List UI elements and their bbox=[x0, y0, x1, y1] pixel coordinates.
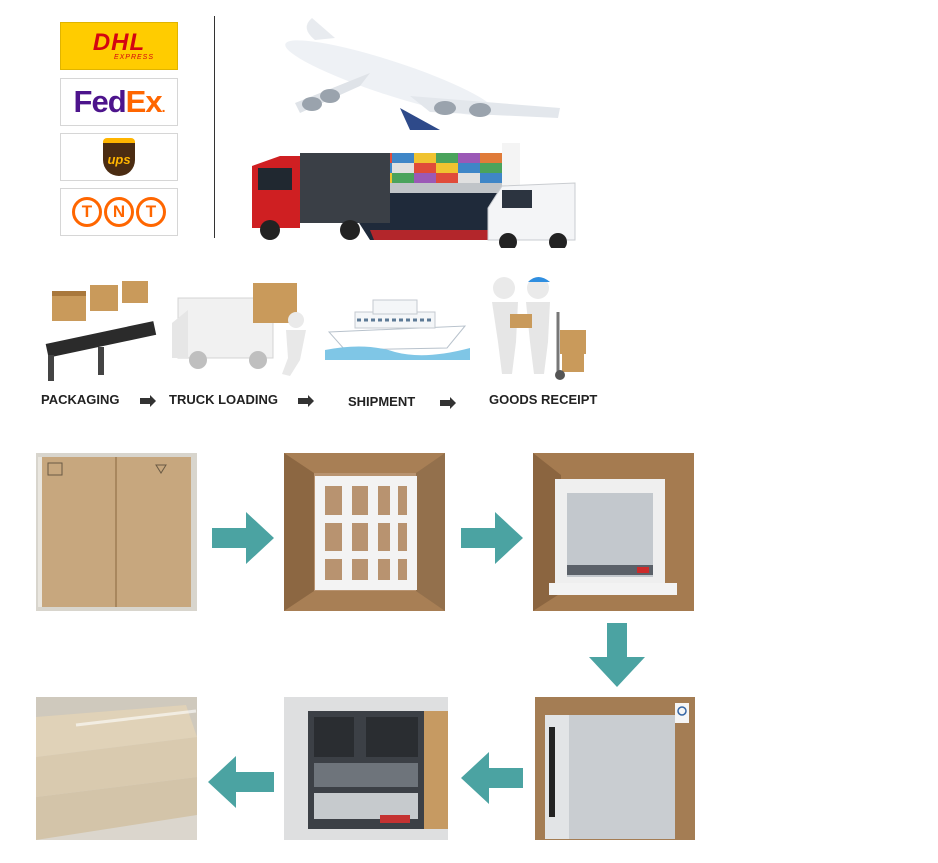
ups-logo: ups bbox=[60, 133, 178, 181]
ups-shield-icon: ups bbox=[103, 138, 135, 176]
server-unboxed-photo bbox=[535, 697, 695, 840]
goods-receipt-illustration bbox=[492, 277, 586, 380]
logo-divider bbox=[214, 16, 215, 238]
hand-truck-icon bbox=[555, 312, 586, 380]
van-icon bbox=[487, 182, 576, 248]
packaging-illustration bbox=[45, 281, 157, 381]
ups-logo-text: ups bbox=[107, 152, 131, 167]
arrow-right-icon bbox=[212, 512, 274, 564]
fedex-logo-ex: Ex bbox=[125, 84, 163, 119]
process-step-shipment: SHIPMENT bbox=[348, 394, 416, 409]
truck-icon bbox=[252, 153, 390, 240]
tnt-logo: T N T bbox=[60, 188, 178, 236]
worker-figure-icon bbox=[282, 312, 306, 376]
cruise-ship-icon bbox=[325, 299, 470, 360]
arrow-left-icon bbox=[208, 756, 274, 808]
cardboard-box-icon bbox=[52, 281, 148, 321]
arrow-left-icon bbox=[461, 752, 523, 804]
tnt-logo-letter-2: N bbox=[104, 197, 134, 227]
arrow-right-icon bbox=[298, 395, 314, 407]
process-step-packaging: PACKAGING bbox=[41, 392, 120, 407]
fedex-logo-dot: . bbox=[161, 99, 166, 115]
arrow-right-icon bbox=[440, 397, 456, 409]
arrow-right-icon bbox=[140, 395, 156, 407]
conveyor-icon bbox=[45, 321, 157, 381]
arrow-down-icon bbox=[589, 623, 645, 687]
sealed-box-photo bbox=[36, 453, 197, 611]
wrapped-boxes-photo bbox=[36, 697, 197, 840]
tnt-logo-letter-1: T bbox=[72, 197, 102, 227]
dhl-logo-tagline: EXPRESS bbox=[113, 53, 155, 61]
process-step-goods-receipt: GOODS RECEIPT bbox=[489, 392, 598, 407]
arrow-right-icon bbox=[461, 512, 523, 564]
shipment-illustration bbox=[325, 299, 470, 360]
server-in-box-photo bbox=[533, 453, 694, 611]
truck-loading-illustration bbox=[172, 283, 306, 376]
dhl-logo: DHL EXPRESS bbox=[60, 22, 178, 70]
package-icon bbox=[510, 314, 532, 328]
tnt-logo-letter-3: T bbox=[136, 197, 166, 227]
transport-illustration bbox=[252, 18, 576, 248]
server-internals-photo bbox=[284, 697, 448, 840]
fedex-logo-fe: Fed bbox=[73, 84, 127, 119]
airplane-icon bbox=[285, 18, 560, 130]
process-step-truck-loading: TRUCK LOADING bbox=[169, 392, 279, 407]
open-box-foam-photo bbox=[284, 453, 445, 611]
dhl-logo-text: DHL bbox=[92, 28, 146, 56]
